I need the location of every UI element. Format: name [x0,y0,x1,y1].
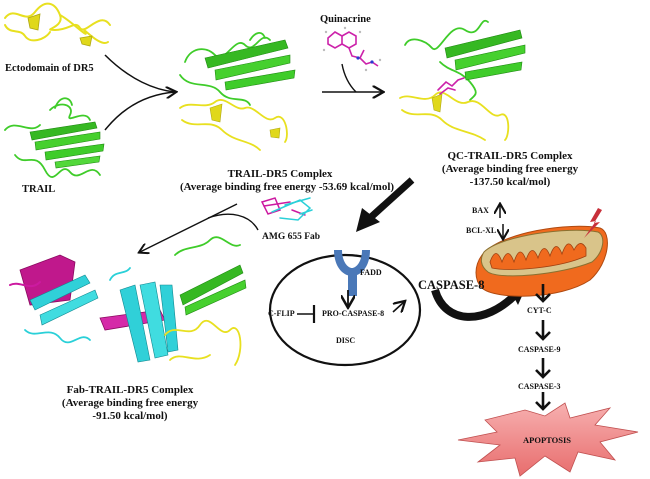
apoptosis-label: APOPTOSIS [523,435,572,445]
trail-dr5-complex-caption: TRAIL-DR5 Complex (Average binding free … [180,168,395,194]
trail-label: TRAIL [22,184,56,195]
apoptosis-burst-shape [457,402,639,477]
cyt-c-label: CYT-C [527,306,552,315]
fab-trail-dr5-complex-structure [9,236,247,366]
qc-to-fadd-thick-arrow [356,177,415,232]
quinacrine-join-curve [341,63,357,93]
bax-label: BAX [472,206,489,215]
fadd-label: FADD [360,268,382,277]
fab-complex-caption: Fab-TRAIL-DR5 Complex (Average binding f… [30,384,230,423]
fadd-receptor-icon [334,250,370,296]
amg-join-curve [207,213,259,231]
fab-complex-energy-2: -91.50 kcal/mol) [92,410,168,422]
procaspase-out-arrow [392,302,404,312]
c-flip-label: C-FLIP [268,309,295,318]
quinacrine-molecule [322,26,382,72]
fab-complex-title: Fab-TRAIL-DR5 Complex [66,384,194,396]
cascade-arrows [535,284,551,411]
bcl-xl-label: BCL-XL [466,226,497,235]
qc-trail-dr5-complex-structure [399,19,526,141]
trail-dr5-complex-structure [179,32,296,151]
dr5-to-complex-arrow [104,54,176,93]
trail-dr5-to-fab-arrow [140,203,238,252]
trail-dr5-complex-energy: (Average binding free energy -53.69 kcal… [180,181,395,193]
amg-fab-label: AMG 655 Fab [262,232,321,242]
qc-complex-caption: QC-TRAIL-DR5 Complex (Average binding fr… [425,150,595,189]
caspase3-label: CASPASE-3 [518,382,561,391]
disc-label: DISC [336,336,356,345]
amg-fab-structure [260,197,313,221]
qc-complex-energy-1: (Average binding free energy [441,163,579,175]
dr5-ectodomain-structure [4,2,111,47]
qc-complex-energy-2: -137.50 kcal/mol) [469,176,551,188]
trail-structure [4,97,105,178]
trail-to-complex-arrow [104,92,175,131]
trail-dr5-complex-title: TRAIL-DR5 Complex [227,168,333,180]
lightning-bolt-icon [584,208,602,238]
quinacrine-label: Quinacrine [320,14,371,25]
fab-complex-energy-1: (Average binding free energy [61,397,199,409]
caspase8-label: CASPASE-8 [418,278,485,292]
disc-ellipse [268,253,422,367]
mitochondrion-icon [475,225,608,297]
caspase9-label: CASPASE-9 [518,345,561,354]
qc-complex-title: QC-TRAIL-DR5 Complex [447,150,573,162]
dr5-ectodomain-label: Ectodomain of DR5 [5,63,94,74]
pro-caspase-8-label: PRO-CASPASE-8 [322,309,385,318]
